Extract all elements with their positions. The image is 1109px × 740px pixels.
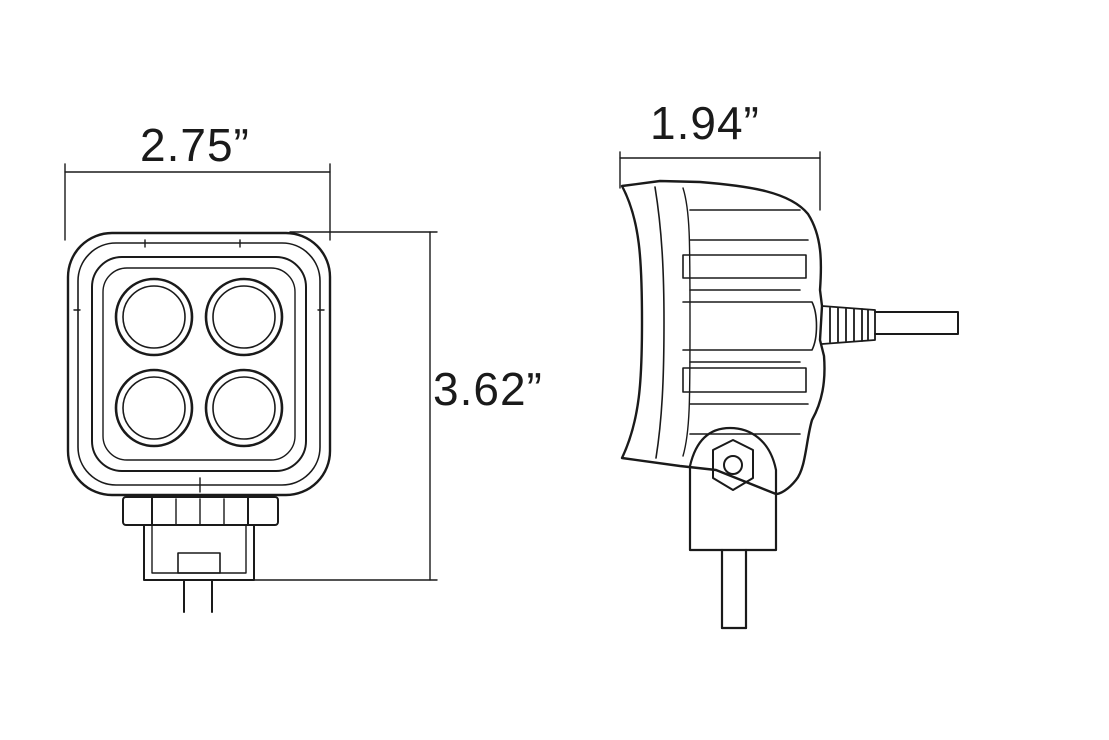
width-dimension-line bbox=[65, 164, 330, 240]
side-view bbox=[620, 152, 958, 628]
side-mount-bracket bbox=[690, 428, 776, 628]
height-dimension-label: 3.62” bbox=[433, 363, 543, 415]
depth-dimension-label: 1.94” bbox=[650, 97, 760, 149]
width-dimension-label: 2.75” bbox=[140, 119, 250, 171]
cable-gland bbox=[822, 306, 875, 344]
side-housing bbox=[622, 181, 825, 494]
lens-bottom-right bbox=[206, 370, 282, 446]
front-housing bbox=[68, 233, 330, 495]
front-view bbox=[65, 164, 437, 612]
depth-dimension-line bbox=[620, 152, 820, 210]
cooling-fins bbox=[683, 210, 817, 434]
led-lenses bbox=[116, 279, 282, 446]
height-dimension-line bbox=[240, 232, 437, 580]
power-cable bbox=[875, 312, 958, 334]
lens-top-left bbox=[116, 279, 192, 355]
lens-top-right bbox=[206, 279, 282, 355]
front-mount-bracket bbox=[123, 497, 278, 612]
lens-bottom-left bbox=[116, 370, 192, 446]
hex-bolt-icon bbox=[713, 440, 753, 490]
